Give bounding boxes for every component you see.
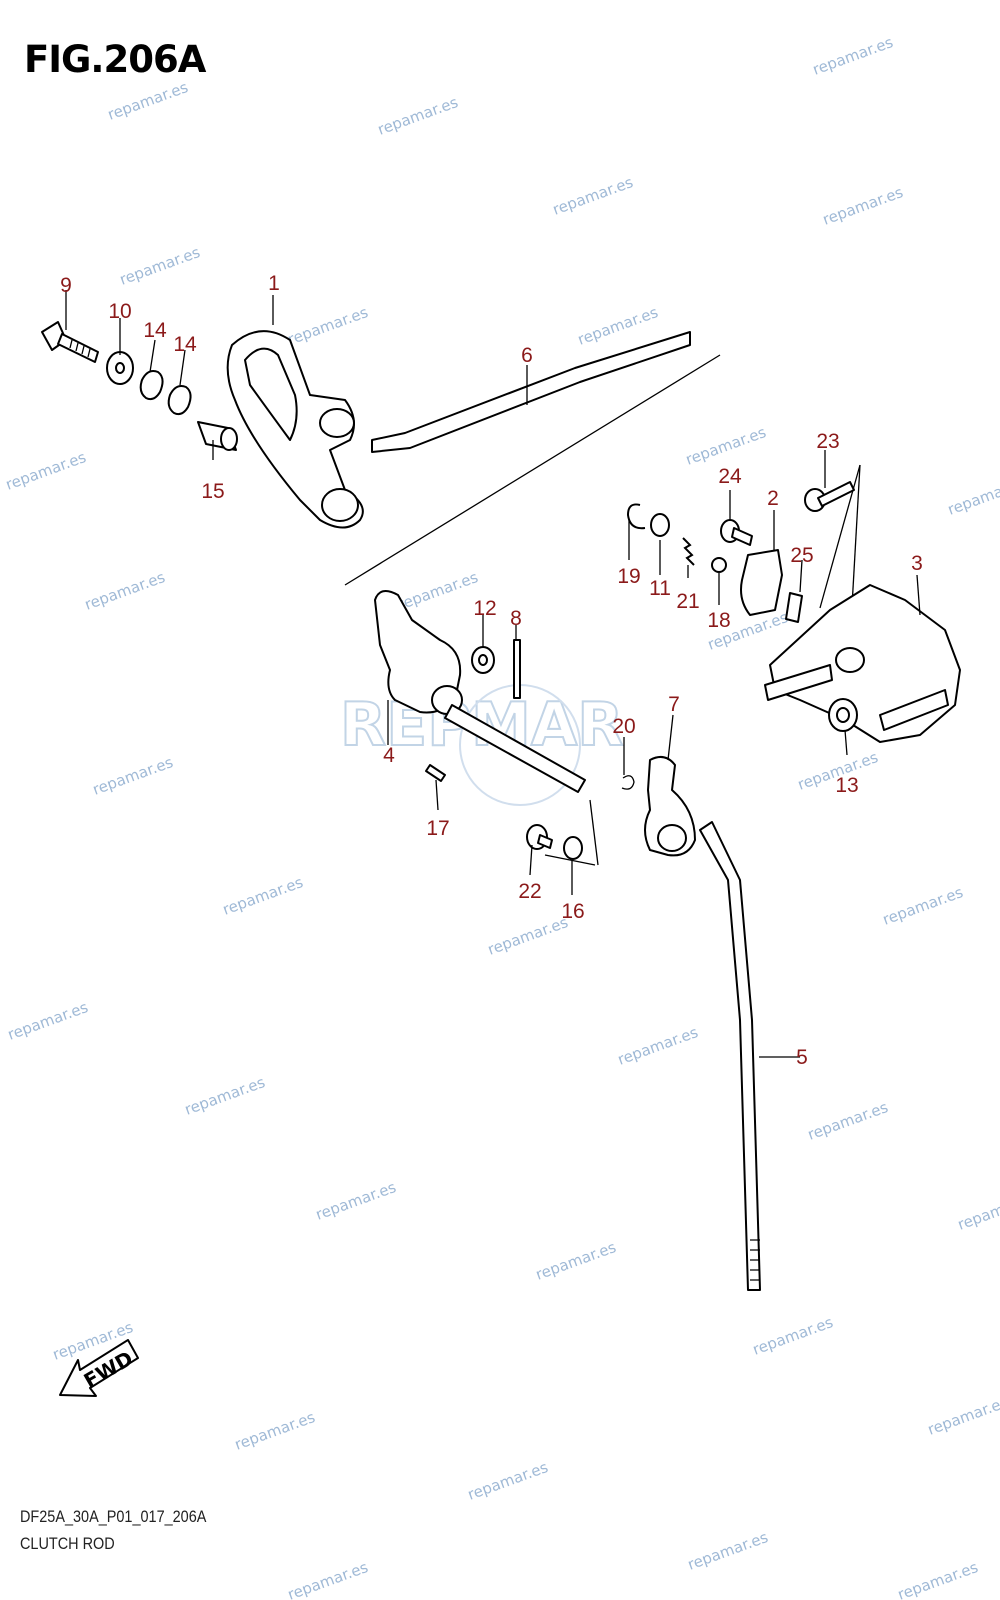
- part-25-pin: [785, 592, 803, 623]
- watermark-text: repamar.es: [232, 1408, 317, 1454]
- part-17-pin: [425, 764, 446, 782]
- part-6-rod: [371, 331, 691, 453]
- watermark-text: repamar.es: [375, 93, 460, 139]
- watermark-text: repamar.es: [285, 1558, 370, 1600]
- callout-16: 16: [561, 900, 584, 923]
- callout-1: 1: [268, 272, 280, 295]
- figure-caption: DF25A_30A_P01_017_206A CLUTCH ROD: [20, 1503, 239, 1557]
- part-7-arm: [644, 755, 696, 857]
- watermark-text: repamar.es: [395, 568, 480, 614]
- callout-10: 10: [108, 300, 131, 323]
- watermark-text: repamar.es: [685, 1528, 770, 1574]
- callout-11: 11: [649, 577, 671, 600]
- watermark-text: repamar.es: [575, 303, 660, 349]
- part-8-pin: [513, 639, 521, 699]
- figure-title: FIG.206A: [24, 38, 206, 81]
- callout-24: 24: [718, 465, 742, 488]
- watermark-text: repamar.es: [533, 1238, 618, 1284]
- callout-13: 13: [835, 774, 858, 797]
- watermark-layer: repamar.es repamar.es repamar.es repamar.es…: [3, 33, 1000, 1600]
- part-9-bolt: [41, 321, 99, 363]
- callout-20: 20: [612, 715, 635, 738]
- callout-9: 9: [60, 274, 72, 297]
- watermark-text: repamar.es: [465, 1458, 550, 1504]
- callout-2: 2: [767, 487, 779, 510]
- callout-8: 8: [510, 607, 522, 630]
- part-11-washer: [650, 513, 670, 537]
- callout-19: 19: [617, 565, 640, 588]
- watermark-text: repamar.es: [117, 243, 202, 289]
- watermark-text: repamar.es: [5, 998, 90, 1044]
- callout-18: 18: [707, 609, 730, 632]
- part-18-ball: [711, 557, 727, 573]
- callout-6: 6: [521, 344, 533, 367]
- watermark-text: repamar.es: [550, 173, 635, 219]
- part-24-bolt: [720, 519, 753, 546]
- figure-name: CLUTCH ROD: [20, 1534, 115, 1553]
- part-1-lever: [226, 330, 364, 529]
- part-5-rod: [699, 821, 761, 1291]
- callout-22: 22: [518, 880, 541, 903]
- watermark-text: repamar.es: [182, 1073, 267, 1119]
- watermark-text: repamar.es: [3, 448, 88, 494]
- watermark-text: repamar.es: [313, 1178, 398, 1224]
- callout-5: 5: [796, 1046, 808, 1069]
- watermark-text: repamar.es: [220, 873, 305, 919]
- callout-23: 23: [816, 430, 839, 453]
- watermark-text: repamar.es: [805, 1098, 890, 1144]
- callout-12: 12: [473, 597, 496, 620]
- watermark-text: repamar.es: [750, 1313, 835, 1359]
- part-15-collar: [197, 421, 238, 451]
- callout-17: 17: [426, 817, 449, 840]
- callout-21: 21: [676, 590, 699, 613]
- figure-code: DF25A_30A_P01_017_206A: [20, 1507, 207, 1526]
- part-19-circlip: [626, 503, 646, 530]
- watermark-text: repamar.es: [955, 1188, 1000, 1234]
- callout-14b: 14: [173, 333, 197, 356]
- part-20-clip: [621, 775, 635, 790]
- watermark-text: repamar.es: [810, 33, 895, 79]
- part-14-seals: [139, 370, 192, 416]
- watermark-text: repamar.es: [945, 473, 1000, 519]
- watermark-text: repamar.es: [485, 913, 570, 959]
- callout-14a: 14: [143, 319, 167, 342]
- callout-7: 7: [668, 693, 680, 716]
- watermark-text: repamar.es: [82, 568, 167, 614]
- watermark-text: repamar.es: [615, 1023, 700, 1069]
- part-23-bolt: [804, 481, 855, 512]
- callout-15: 15: [201, 480, 224, 503]
- leader-lines: [65, 290, 921, 1058]
- part-4-bracket: [374, 590, 586, 793]
- watermark-text: repamar.es: [90, 753, 175, 799]
- watermark-text: repamar.es: [895, 1558, 980, 1600]
- callout-3: 3: [911, 552, 923, 575]
- watermark-text: repamar.es: [285, 303, 370, 349]
- callout-labels: 1 2 3 4 5 6 7 8 9 10 11 12 13 14 14 15 1…: [60, 272, 923, 1069]
- part-2-plate: [740, 549, 783, 616]
- watermark-text: repamar.es: [925, 1393, 1000, 1439]
- part-3-housing: [764, 584, 961, 743]
- part-22-bolt: [526, 824, 553, 850]
- callout-25: 25: [790, 544, 813, 567]
- part-16-washer: [563, 836, 583, 860]
- callout-4: 4: [383, 744, 395, 767]
- watermark-text: repamar.es: [105, 78, 190, 124]
- watermark-text: repamar.es: [880, 883, 965, 929]
- watermark-text: repamar.es: [820, 183, 905, 229]
- part-21-spring: [682, 537, 695, 566]
- watermark-text: repamar.es: [683, 423, 768, 469]
